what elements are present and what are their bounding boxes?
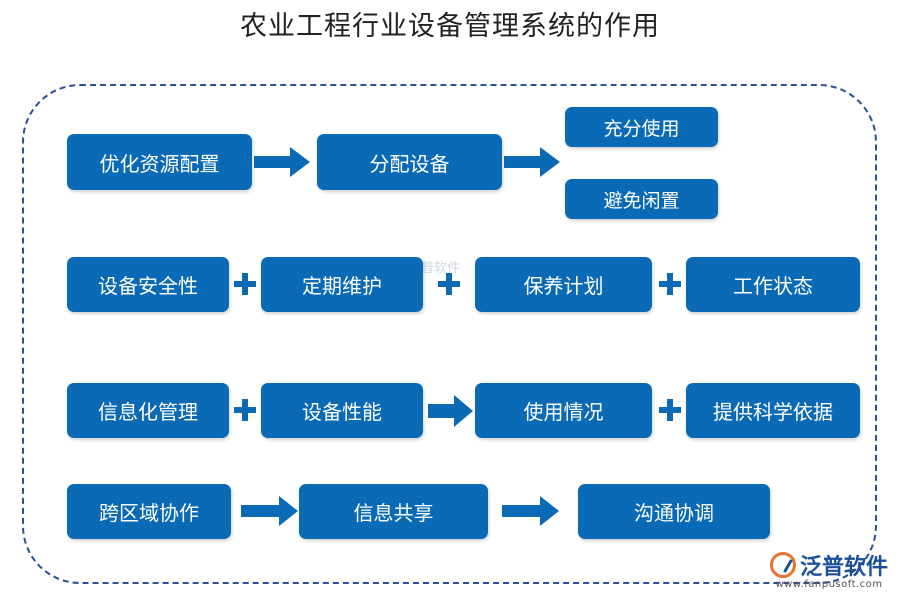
diagram-title: 农业工程行业设备管理系统的作用 [240,11,660,42]
plus-icon [234,273,256,295]
plus-icon [659,273,681,295]
box-allocate-equipment: 分配设备 [317,134,502,190]
box-avoid-idle: 避免闲置 [565,179,718,219]
dashed-frame [22,84,877,584]
box-regular-maintenance: 定期维护 [261,257,423,312]
arrow-right-icon [241,496,298,526]
arrow-right-icon [504,147,560,177]
box-optimize-resources: 优化资源配置 [67,134,252,190]
box-full-use: 充分使用 [565,107,718,147]
box-communication-coordination: 沟通协调 [578,484,770,539]
plus-icon [234,399,256,421]
box-usage-status: 使用情况 [475,383,652,438]
arrow-right-icon [502,496,559,526]
brand-logo-icon [769,552,796,578]
box-cross-region-collaboration: 跨区域协作 [67,484,231,539]
box-informatization: 信息化管理 [67,383,229,438]
arrow-right-icon [254,147,310,177]
arrow-right-icon [428,395,473,427]
box-scientific-basis: 提供科学依据 [686,383,860,438]
box-maintenance-plan: 保养计划 [475,257,652,312]
plus-icon [438,273,460,295]
brand-url: www.fanpusoft.com [775,579,883,590]
brand-logo: 泛普软件 www.fanpusoft.com [769,549,888,590]
box-equipment-performance: 设备性能 [261,383,423,438]
plus-icon [659,399,681,421]
box-information-sharing: 信息共享 [299,484,488,539]
brand-name: 泛普软件 [799,555,888,580]
box-equipment-safety: 设备安全性 [67,257,229,312]
box-working-status: 工作状态 [686,257,860,312]
